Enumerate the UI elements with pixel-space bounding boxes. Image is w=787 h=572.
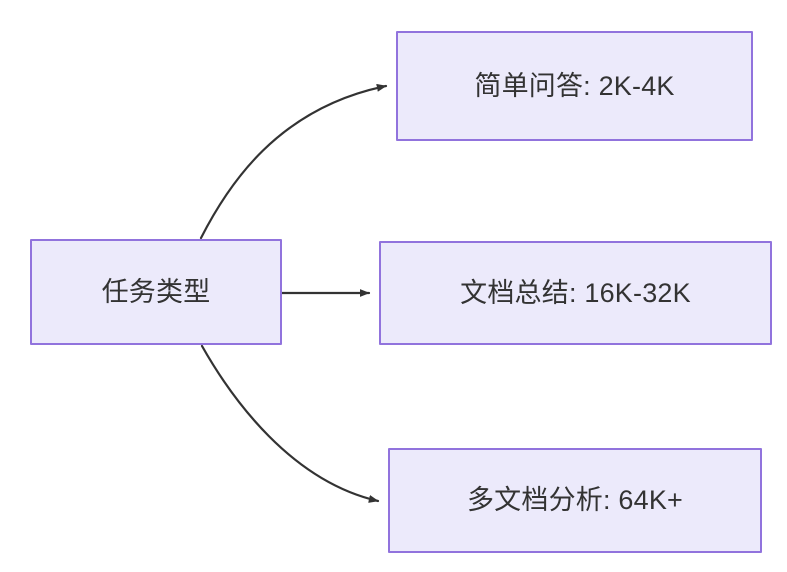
node-multi-doc-analysis[interactable]: 多文档分析: 64K+ <box>388 448 762 553</box>
node-multi-doc-analysis-label: 多文档分析: 64K+ <box>466 485 683 516</box>
node-simple-qa-label: 简单问答: 2K-4K <box>474 70 675 101</box>
node-task-type[interactable]: 任务类型 <box>30 239 282 345</box>
node-doc-summary-label: 文档总结: 16K-32K <box>460 277 691 308</box>
node-simple-qa[interactable]: 简单问答: 2K-4K <box>396 31 753 141</box>
node-task-type-label: 任务类型 <box>101 276 211 307</box>
node-doc-summary[interactable]: 文档总结: 16K-32K <box>379 241 772 345</box>
edge-source-to-multi-doc <box>200 344 380 503</box>
edge-source-to-simple-qa <box>199 83 388 240</box>
